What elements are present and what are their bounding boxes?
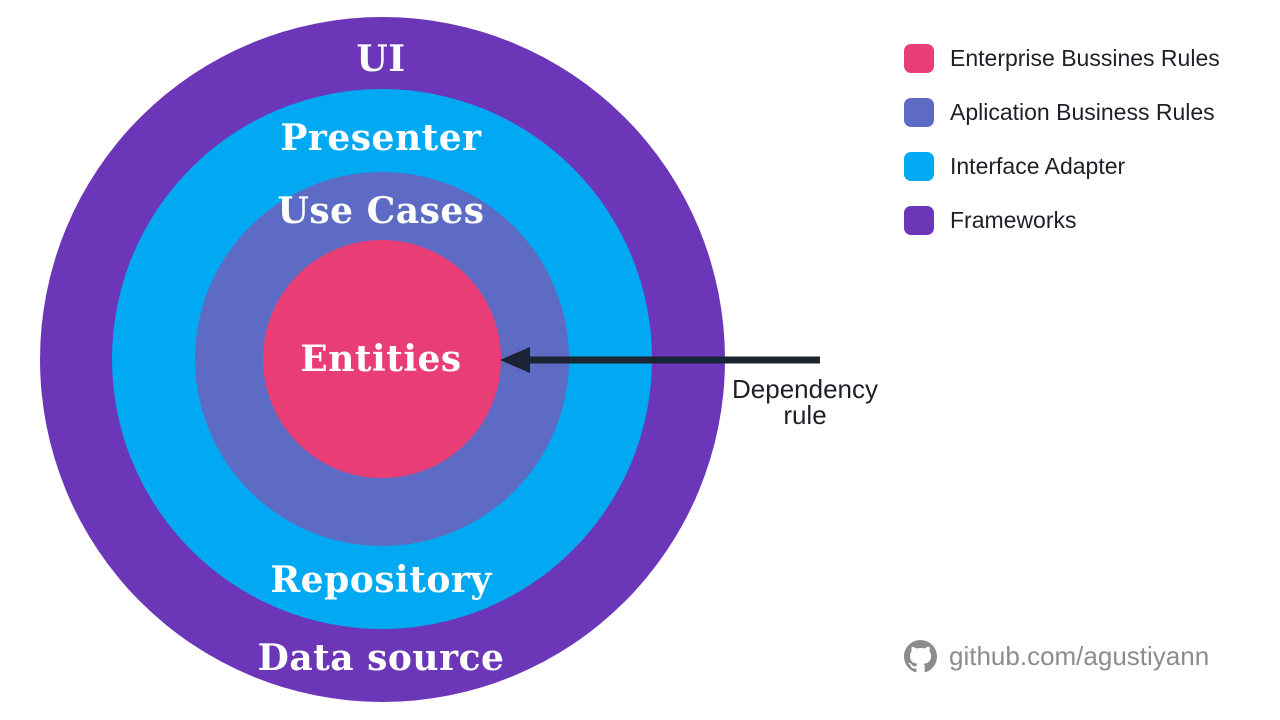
legend-swatch-purple — [904, 205, 934, 235]
legend-item-frameworks: Frameworks — [904, 205, 1220, 235]
legend: Enterprise Bussines Rules Aplication Bus… — [904, 43, 1220, 235]
label-entities: Entities — [300, 338, 462, 380]
legend-swatch-pink — [904, 43, 934, 73]
legend-item-enterprise-business-rules: Enterprise Bussines Rules — [904, 43, 1220, 73]
legend-swatch-cyan — [904, 151, 934, 181]
legend-label: Enterprise Bussines Rules — [950, 44, 1220, 71]
github-handle-text: github.com/agustiyann — [949, 641, 1210, 671]
footer-github-credit: github.com/agustiyann — [904, 640, 1209, 673]
legend-swatch-slate-blue — [904, 97, 934, 127]
label-repository: Repository — [270, 559, 492, 601]
label-presenter: Presenter — [280, 117, 482, 159]
label-ui: UI — [356, 38, 406, 80]
dependency-rule-line1: Dependency — [732, 374, 878, 404]
dependency-arrow-icon — [500, 347, 820, 373]
legend-label: Frameworks — [950, 206, 1077, 233]
label-data-source: Data source — [257, 637, 505, 679]
label-use-cases: Use Cases — [277, 190, 485, 232]
legend-item-interface-adapter: Interface Adapter — [904, 151, 1220, 181]
legend-label: Aplication Business Rules — [950, 98, 1215, 125]
ring-enterprise-business-rules — [263, 240, 501, 478]
legend-item-application-business-rules: Aplication Business Rules — [904, 97, 1220, 127]
legend-label: Interface Adapter — [950, 152, 1126, 179]
dependency-rule-line2: rule — [783, 400, 827, 430]
dependency-rule-caption: Dependency rule — [732, 376, 878, 428]
github-icon — [904, 640, 937, 673]
